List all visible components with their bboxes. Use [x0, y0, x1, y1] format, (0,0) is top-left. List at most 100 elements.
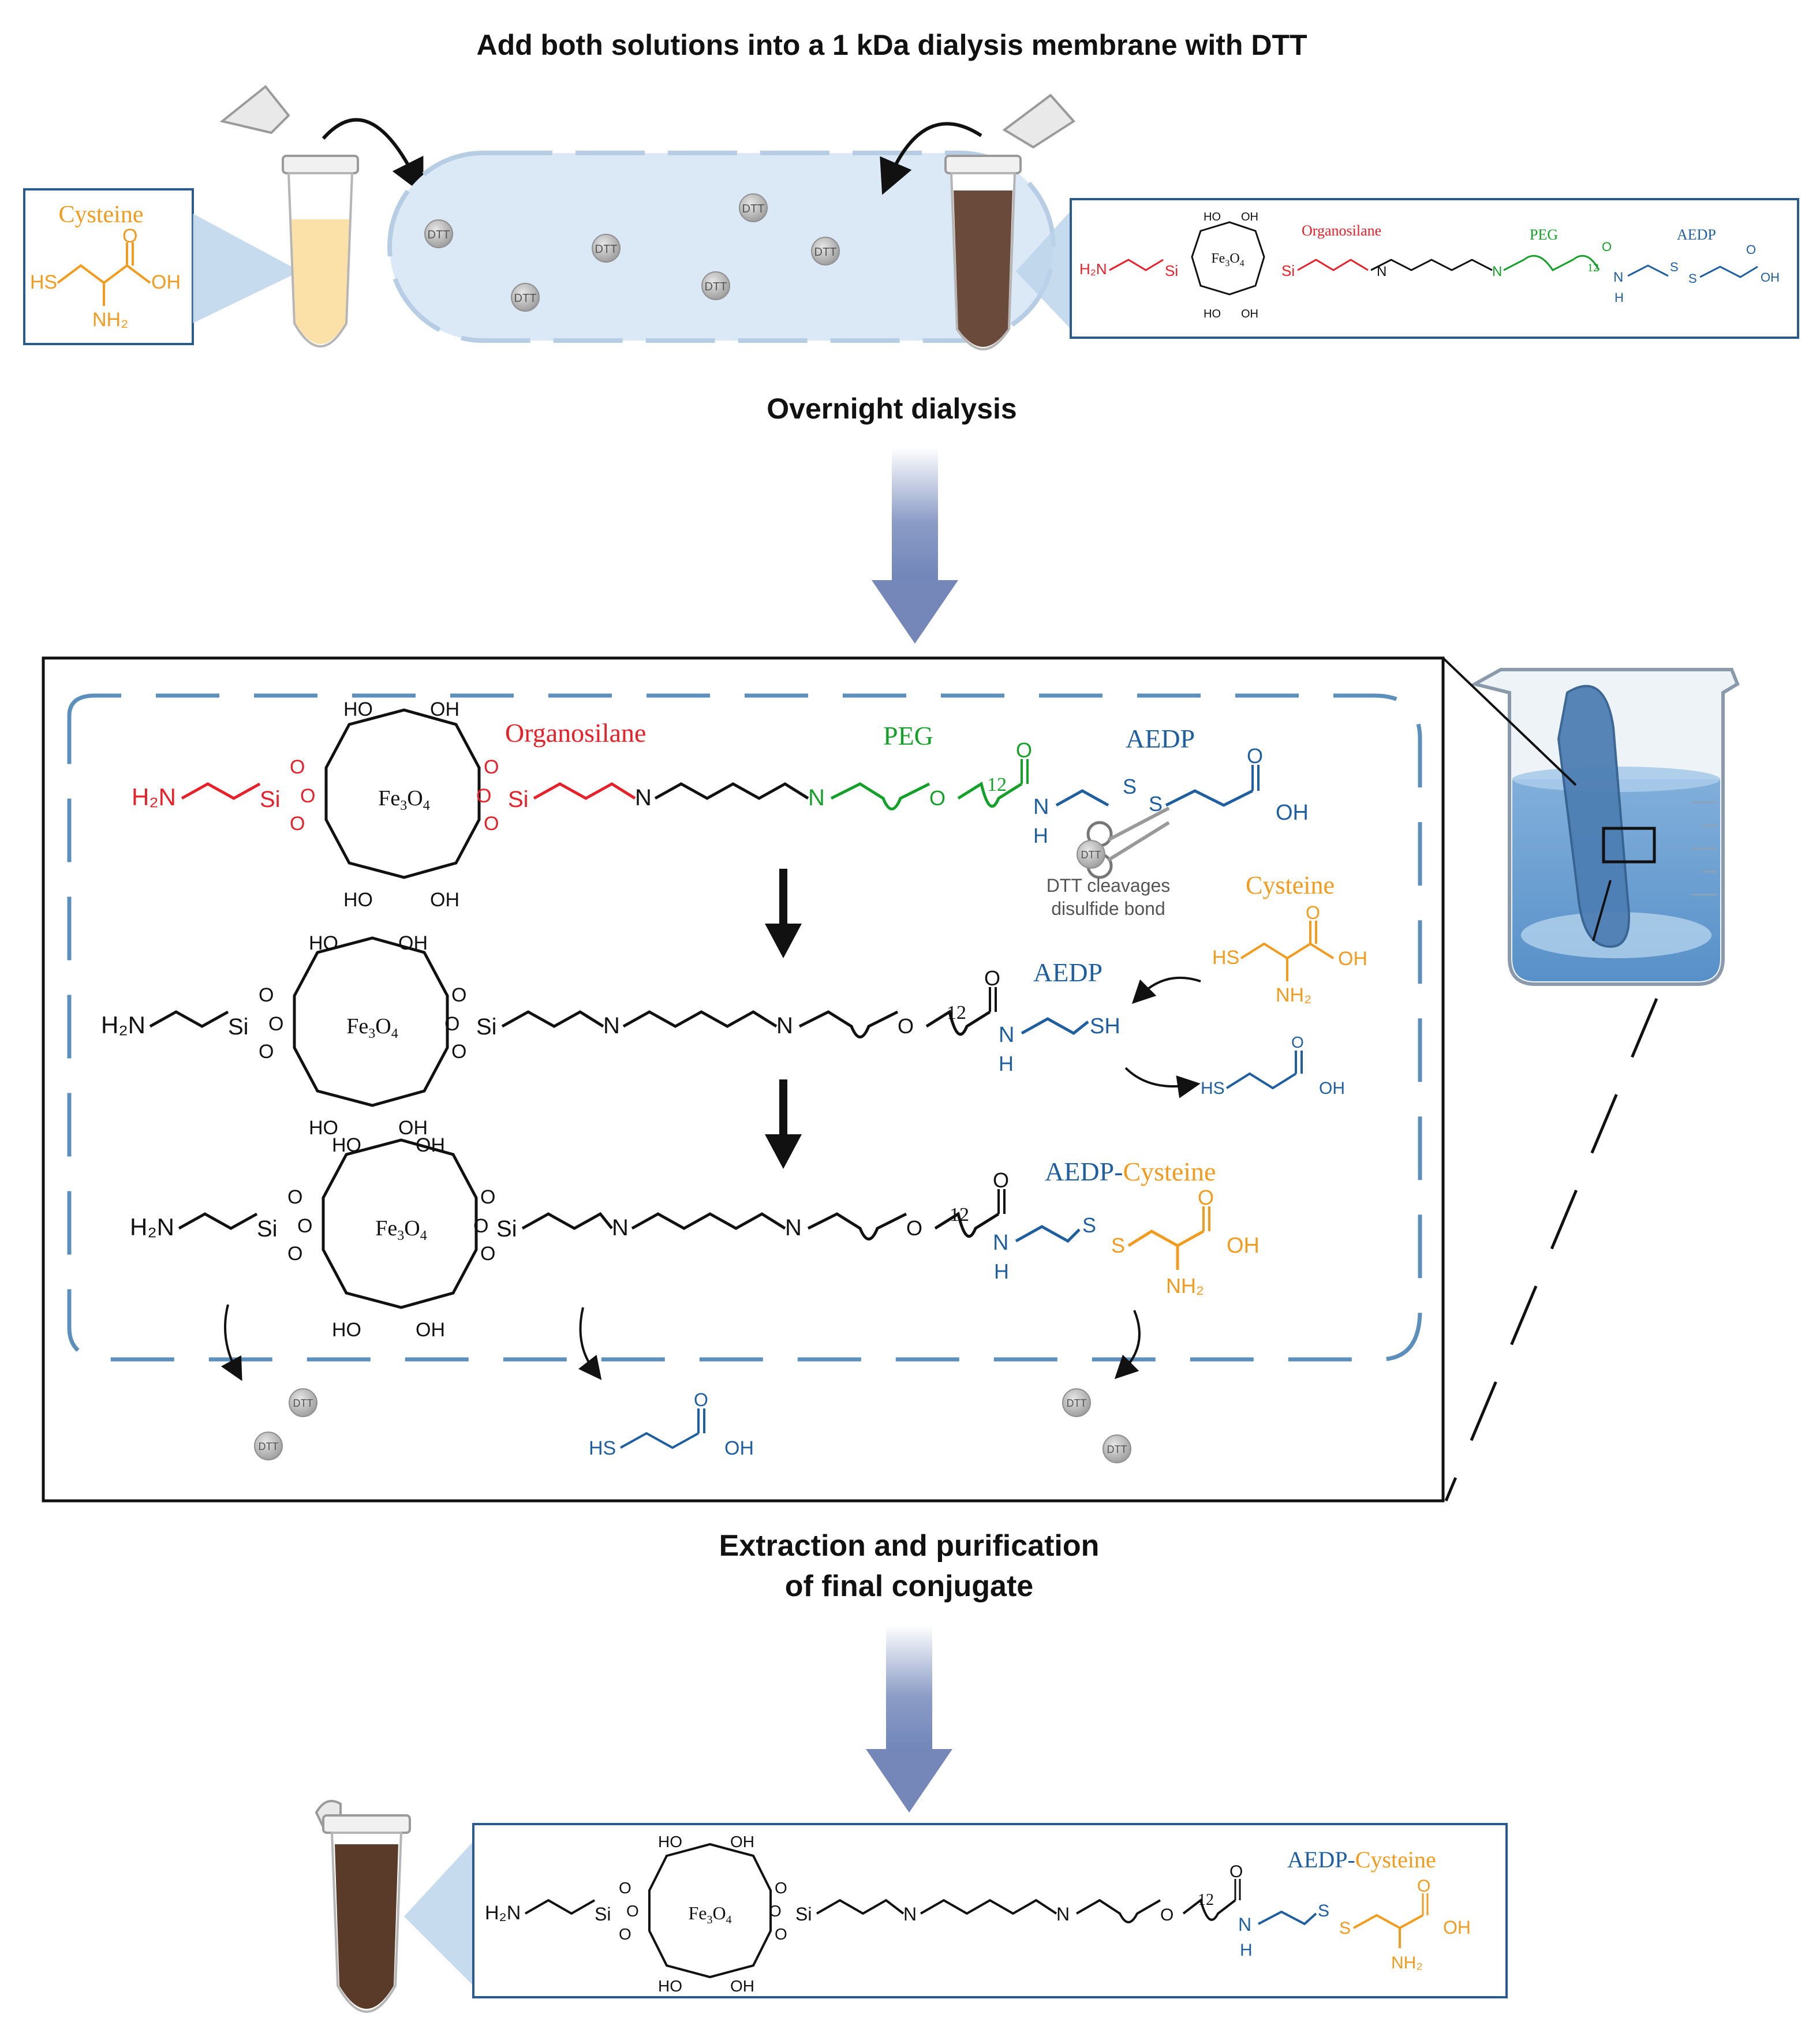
- svg-text:H: H: [1240, 1941, 1253, 1960]
- svg-text:O: O: [984, 966, 1000, 990]
- conjugate-inset-final: H₂N Si OOO Fe3O4 HO OH HO OH OOO Si N N …: [472, 1823, 1508, 1998]
- svg-text:Fe3O4: Fe3O4: [378, 786, 429, 813]
- dtt-bead-icon: DTT: [739, 193, 768, 222]
- arrow-left-tube: [322, 118, 424, 195]
- svg-text:AEDP: AEDP: [1033, 958, 1103, 987]
- svg-text:PEG: PEG: [883, 721, 933, 750]
- svg-text:Si: Si: [1281, 262, 1295, 279]
- svg-text:HO: HO: [309, 1117, 338, 1139]
- svg-text:OH: OH: [730, 1833, 754, 1851]
- svg-text:NH₂: NH₂: [1391, 1953, 1423, 1972]
- svg-text:O: O: [769, 1902, 782, 1920]
- arrow-thiol-out: [1124, 1067, 1201, 1098]
- svg-text:O: O: [290, 756, 305, 778]
- svg-text:O: O: [906, 1216, 922, 1240]
- arrow-right-tube: [880, 122, 982, 195]
- dtt-bead-icon: DTT: [1062, 1388, 1091, 1417]
- svg-text:DTT: DTT: [705, 281, 727, 293]
- svg-text:S: S: [1339, 1919, 1351, 1938]
- svg-text:HO: HO: [1204, 211, 1221, 223]
- svg-text:DTT: DTT: [814, 246, 837, 259]
- svg-text:Si: Si: [260, 787, 281, 812]
- svg-text:N: N: [903, 1904, 917, 1925]
- svg-text:OH: OH: [1319, 1079, 1345, 1098]
- eppendorf-tube-icon: [219, 85, 359, 347]
- svg-text:OH: OH: [724, 1437, 754, 1459]
- svg-text:O: O: [1247, 744, 1263, 768]
- conjugate-callout-wedge: [1016, 211, 1071, 329]
- svg-text:Organosilane: Organosilane: [1302, 222, 1381, 239]
- svg-text:Si: Si: [228, 1014, 249, 1040]
- dtt-bead-icon: DTT: [511, 283, 540, 312]
- svg-text:S: S: [1123, 775, 1137, 798]
- svg-text:12: 12: [947, 1002, 966, 1023]
- svg-text:OH: OH: [1761, 270, 1780, 285]
- svg-text:N: N: [808, 785, 825, 810]
- svg-text:N: N: [999, 1023, 1014, 1047]
- svg-text:NH₂: NH₂: [92, 309, 128, 331]
- svg-text:N: N: [1033, 795, 1049, 819]
- svg-text:O: O: [626, 1902, 639, 1920]
- svg-text:OH: OH: [430, 889, 459, 911]
- svg-text:O: O: [1229, 1862, 1243, 1881]
- svg-text:O: O: [451, 984, 466, 1006]
- svg-text:S: S: [1082, 1213, 1096, 1237]
- svg-text:SH: SH: [1090, 1014, 1120, 1038]
- svg-text:H₂N: H₂N: [485, 1902, 521, 1924]
- svg-text:DTT: DTT: [742, 203, 765, 215]
- svg-text:AEDP: AEDP: [1126, 724, 1195, 753]
- svg-text:OH: OH: [398, 1117, 428, 1139]
- svg-text:O: O: [484, 756, 499, 778]
- zoom-line-top: [1442, 657, 1577, 786]
- reaction-arrow-1: [765, 869, 802, 958]
- svg-text:DTT: DTT: [514, 292, 537, 305]
- step3-heading-line2: of final conjugate: [785, 1570, 1033, 1603]
- dtt-bead-icon: DTT: [289, 1388, 317, 1417]
- dtt-bead-icon: DTT: [1103, 1434, 1131, 1463]
- svg-text:DTT: DTT: [1107, 1444, 1127, 1455]
- arrow-cysteine-in: [1131, 976, 1201, 1004]
- svg-text:H₂N: H₂N: [1079, 260, 1107, 278]
- svg-text:Organosilane: Organosilane: [505, 718, 646, 748]
- zoom-line-inner: [1592, 880, 1612, 941]
- svg-text:N: N: [993, 1231, 1008, 1255]
- svg-text:O: O: [775, 1925, 787, 1943]
- svg-text:DTT: DTT: [595, 243, 618, 256]
- svg-text:Fe3O4: Fe3O4: [346, 1014, 398, 1041]
- svg-text:O: O: [694, 1389, 708, 1410]
- svg-text:DTT: DTT: [293, 1397, 313, 1409]
- svg-text:AEDP-Cysteine: AEDP-Cysteine: [1045, 1157, 1216, 1186]
- mercaptopropionic-acid: HS O OH: [1201, 1033, 1345, 1098]
- svg-text:OH: OH: [730, 1977, 754, 1995]
- svg-text:O: O: [287, 1243, 302, 1265]
- svg-text:12: 12: [950, 1204, 969, 1225]
- svg-text:DTT: DTT: [1067, 1397, 1087, 1409]
- final-callout-wedge: [404, 1841, 473, 1986]
- svg-text:Fe3O4: Fe3O4: [688, 1903, 731, 1926]
- svg-text:OH: OH: [416, 1134, 445, 1156]
- svg-text:N: N: [776, 1013, 793, 1038]
- conjugate-row-reduced: H₂N Si OOO Fe3O4 HO OH HO OH OOO Si N N …: [101, 932, 1120, 1139]
- svg-text:AEDP: AEDP: [1677, 226, 1716, 243]
- svg-text:O: O: [473, 1215, 488, 1237]
- svg-text:N: N: [1492, 264, 1502, 279]
- svg-text:H: H: [999, 1052, 1014, 1075]
- svg-text:Si: Si: [1165, 262, 1178, 279]
- svg-text:12: 12: [987, 774, 1007, 795]
- svg-text:OH: OH: [1276, 801, 1309, 825]
- svg-text:O: O: [287, 1186, 302, 1208]
- step3-heading-line1: Extraction and purification: [719, 1529, 1100, 1563]
- svg-text:O: O: [290, 813, 305, 835]
- svg-text:AEDP-Cysteine: AEDP-Cysteine: [1287, 1847, 1436, 1873]
- svg-text:O: O: [1291, 1033, 1304, 1051]
- svg-text:O: O: [268, 1013, 283, 1035]
- svg-text:NH₂: NH₂: [1276, 984, 1311, 1006]
- svg-text:OH: OH: [416, 1319, 445, 1341]
- conjugate-row-initial: H₂N Si OOO Fe3O4 HO OH HO OH OOO Si Orga…: [132, 698, 1309, 911]
- svg-text:O: O: [619, 1879, 631, 1897]
- svg-text:O: O: [476, 785, 491, 807]
- svg-text:HS: HS: [30, 271, 57, 293]
- svg-text:Fe3O4: Fe3O4: [1211, 251, 1244, 268]
- svg-text:O: O: [1160, 1905, 1174, 1925]
